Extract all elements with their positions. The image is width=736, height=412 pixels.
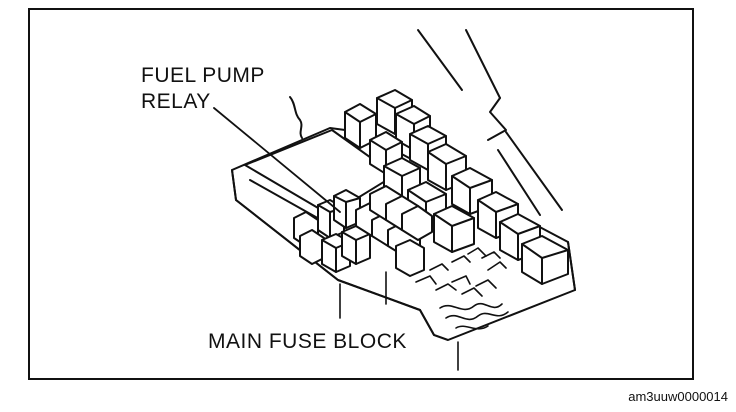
fuel-pump-relay-label-line1: FUEL PUMP — [141, 64, 265, 87]
body-panel-lines — [417, 29, 563, 216]
figure-id: am3uuw0000014 — [628, 389, 728, 404]
main-fuse-block-label: MAIN FUSE BLOCK — [208, 330, 407, 353]
main-fuse-block — [231, 89, 576, 341]
fuse-stack-left — [293, 211, 371, 273]
relay-row-top — [344, 89, 569, 285]
fuel-pump-relay-leader — [213, 107, 341, 213]
main-fuse-block-leaders — [339, 271, 459, 371]
fuel-pump-relay-label-line2: RELAY — [141, 90, 211, 113]
fuse-grid — [355, 185, 433, 277]
wire-harness — [289, 96, 303, 139]
terminal-connectors — [415, 247, 509, 330]
fuel-pump-relay — [317, 189, 361, 239]
